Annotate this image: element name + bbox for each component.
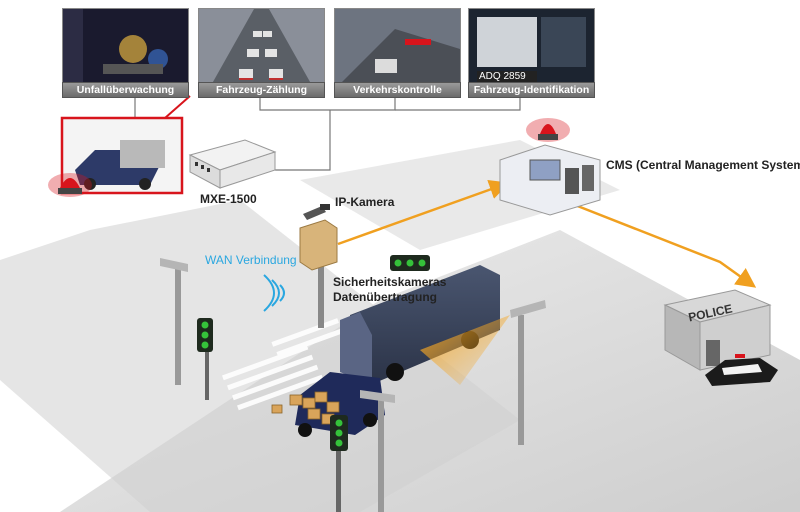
license-plate-text: ADQ 2859 xyxy=(479,71,526,82)
caption-accident-monitoring: Unfallüberwachung xyxy=(62,82,189,98)
police-station xyxy=(663,289,778,386)
cms-label: CMS (Central Management System) xyxy=(606,158,800,172)
data-transfer-label: Datenübertragung xyxy=(333,290,438,304)
alarm-beacon-left xyxy=(48,173,92,197)
caption-traffic-control: Verkehrskontrolle xyxy=(334,82,461,98)
camera-beam xyxy=(420,315,510,385)
ip-camera-label: IP-Kamera xyxy=(335,195,395,209)
panel-vehicle-identification: ADQ 2859 xyxy=(468,8,595,90)
accident-inset xyxy=(60,95,191,195)
mxe-1500-device xyxy=(188,139,277,189)
wan-signal-waves xyxy=(263,274,285,312)
traffic-light-front xyxy=(330,415,348,512)
road-cross xyxy=(0,200,520,512)
caption-vehicle-identification: Fahrzeug-Identifikation xyxy=(468,82,595,98)
device-label: MXE-1500 xyxy=(200,192,257,206)
wan-label: WAN Verbindung xyxy=(205,253,297,267)
ip-camera-assembly xyxy=(299,204,338,328)
panel-accident-monitoring xyxy=(62,8,189,90)
data-arrows xyxy=(337,179,757,288)
panel-vehicle-counting xyxy=(198,8,325,90)
security-cameras-label: Sicherheitskameras xyxy=(333,275,447,289)
panel-connectors xyxy=(134,96,521,171)
traffic-light-left xyxy=(197,318,213,400)
pickup-truck xyxy=(271,372,385,437)
traffic-light-overhead xyxy=(390,255,430,271)
street-poles xyxy=(160,258,546,512)
caption-vehicle-counting: Fahrzeug-Zählung xyxy=(198,82,325,98)
panel-traffic-control xyxy=(334,8,461,90)
cms-building xyxy=(499,118,601,216)
